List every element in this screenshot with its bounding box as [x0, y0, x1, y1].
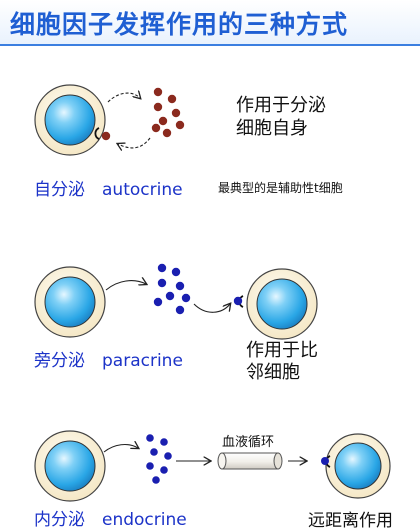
paracrine-description-line1: 作用于比 [246, 340, 318, 361]
paracrine-label: 旁分泌 paracrine [34, 351, 183, 371]
autocrine-description-line1: 作用于分泌 [236, 95, 326, 116]
endocrine-description: 远距离作用 [308, 511, 393, 531]
autocrine-bound-molecule [101, 131, 111, 141]
endocrine-secretion-arrow [103, 445, 138, 453]
paracrine-secreting-cell [34, 266, 106, 338]
header-banner: 细胞因子发挥作用的三种方式 [0, 0, 420, 46]
paracrine-bound-molecule [233, 296, 243, 306]
page-title: 细胞因子发挥作用的三种方式 [10, 10, 349, 39]
autocrine-note: 最典型的是辅助性t细胞 [218, 181, 343, 195]
autocrine-receptor [94, 127, 100, 140]
autocrine-label: 自分泌 autocrine [34, 180, 183, 200]
autocrine-secretion-arrow [107, 93, 140, 103]
endocrine-label: 内分泌 endocrine [34, 510, 187, 530]
endocrine-cytokine-dots [146, 434, 172, 484]
endocrine-target-cell [325, 433, 391, 499]
autocrine-cell [34, 84, 106, 156]
autocrine-description-line2: 细胞自身 [236, 118, 308, 139]
autocrine-return-arrow [118, 137, 151, 148]
paracrine-target-arrow [193, 304, 230, 313]
blood-circulation-label: 血液循环 [222, 435, 275, 450]
endocrine-bound-molecule [321, 457, 329, 465]
blood-vessel-tube [217, 452, 283, 470]
endocrine-secreting-cell [34, 430, 106, 502]
autocrine-cytokine-dots [151, 87, 185, 138]
paracrine-cytokine-dots [153, 263, 191, 315]
paracrine-secretion-arrow [105, 281, 146, 291]
paracrine-description-line2: 邻细胞 [246, 362, 300, 383]
paracrine-neighbor-cell [246, 268, 318, 340]
